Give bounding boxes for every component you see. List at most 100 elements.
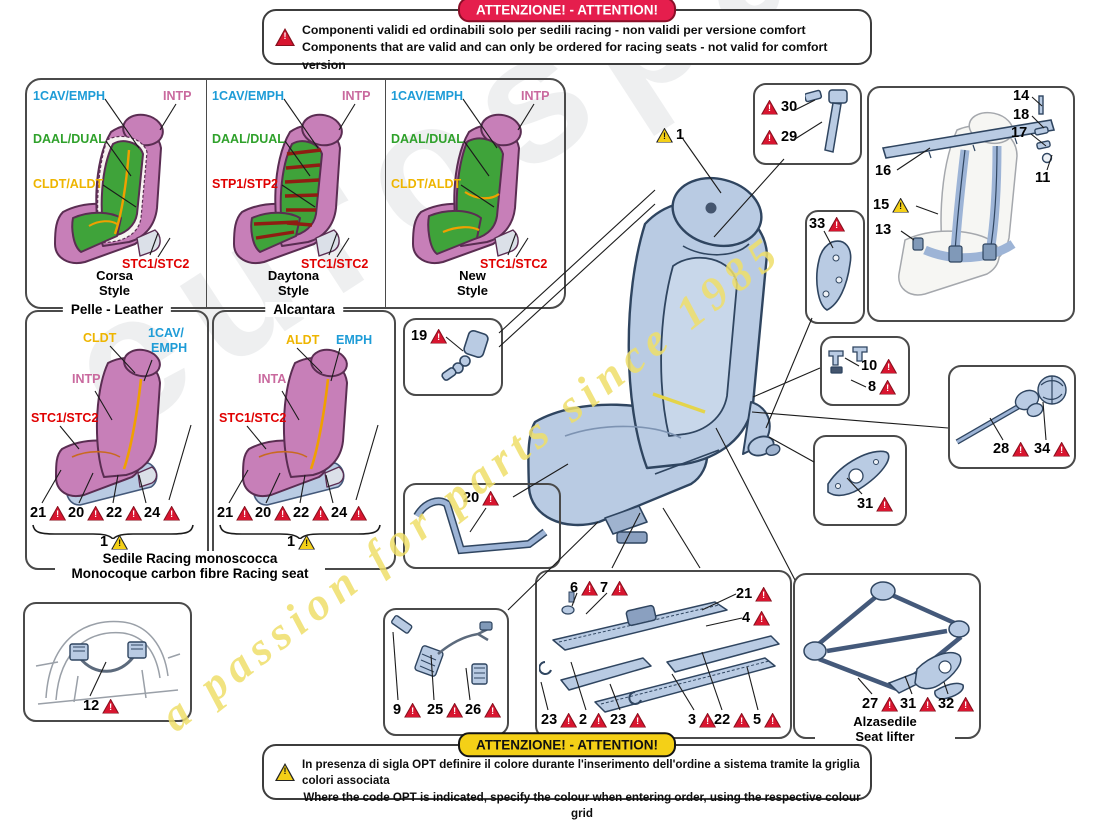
callout-box-9-25-26 — [383, 608, 509, 736]
part-label-22[interactable]: 22 — [106, 505, 143, 521]
clip-parts-illustration — [828, 346, 868, 374]
part-label-3[interactable]: 3 — [688, 712, 717, 728]
part-label-30[interactable]: 30 — [761, 99, 797, 115]
warning-triangle-icon — [755, 586, 773, 602]
part-label-28[interactable]: 28 — [993, 441, 1030, 457]
part-label-31[interactable]: 31 — [900, 696, 937, 712]
part-label-1[interactable]: 1 — [287, 534, 316, 550]
warning-triangle-yellow-icon — [892, 197, 910, 213]
part-label-20[interactable]: 20 — [255, 505, 292, 521]
part-label-9[interactable]: 9 — [393, 702, 422, 718]
part-label-33[interactable]: 33 — [809, 216, 846, 232]
part-label-22[interactable]: 22 — [714, 712, 751, 728]
part-label-20[interactable]: 20 — [463, 490, 500, 506]
alcantara-seat-illustration — [242, 348, 348, 506]
callout-box-19 — [403, 318, 503, 396]
warning-triangle-icon — [611, 580, 629, 596]
panel-divider — [385, 80, 386, 307]
part-label-7[interactable]: 7 — [600, 580, 629, 596]
part-label-4[interactable]: 4 — [742, 610, 771, 626]
part-label-1[interactable]: 1 — [100, 534, 129, 550]
warning-triangle-icon — [125, 505, 143, 521]
warning-triangle-icon — [880, 358, 898, 374]
label-stc1-stc2: STC1/STC2 — [219, 411, 287, 425]
label-intp: INTP — [521, 89, 550, 103]
warning-triangle-icon — [102, 698, 120, 714]
style-caption-daytona: Daytona Style — [204, 268, 383, 298]
part-label-21[interactable]: 21 — [217, 505, 254, 521]
label-intp: INTP — [163, 89, 192, 103]
part-label-25[interactable]: 25 — [427, 702, 464, 718]
warning-triangle-icon — [312, 505, 330, 521]
part-label-10[interactable]: 10 — [861, 358, 898, 374]
caption-line2: Style — [277, 283, 310, 298]
part-label-14[interactable]: 14 — [1013, 88, 1030, 104]
part-label-23[interactable]: 23 — [541, 712, 578, 728]
callout-box-12 — [23, 602, 192, 722]
part-label-12[interactable]: 12 — [83, 698, 120, 714]
part-label-18[interactable]: 18 — [1013, 107, 1030, 123]
callout-box-10-8 — [820, 336, 910, 406]
caption-line1: New — [459, 268, 486, 283]
part-label-6[interactable]: 6 — [570, 580, 599, 596]
part-label-16[interactable]: 16 — [875, 163, 892, 179]
label-daal-dual: DAAL/DUAL — [391, 132, 464, 146]
part-label-23[interactable]: 23 — [610, 712, 647, 728]
caption-line2: Style — [98, 283, 131, 298]
label-aldt: ALDT — [286, 333, 320, 347]
part-label-1-main[interactable]: 1 — [656, 127, 684, 143]
part-label-8[interactable]: 8 — [868, 379, 897, 395]
warning-triangle-icon — [590, 712, 608, 728]
part-label-17[interactable]: 17 — [1011, 125, 1028, 141]
attention-text-en: Where the code OPT is indicated, specify… — [303, 790, 861, 821]
part-label-5[interactable]: 5 — [753, 712, 782, 728]
part-label-22[interactable]: 22 — [293, 505, 330, 521]
caption-line2: Style — [456, 283, 489, 298]
part-label-34[interactable]: 34 — [1034, 441, 1071, 457]
warning-triangle-yellow-icon — [111, 534, 129, 550]
caption-english: Seat lifter — [855, 729, 915, 744]
part-label-24[interactable]: 24 — [331, 505, 368, 521]
part-label-2[interactable]: 2 — [579, 712, 608, 728]
part-label-11[interactable]: 11 — [1035, 170, 1051, 186]
style-caption-corsa: Corsa Style — [25, 268, 204, 298]
part-label-27[interactable]: 27 — [862, 696, 899, 712]
label-1cav: 1CAV/ — [148, 326, 184, 340]
warning-triangle-yellow-icon — [656, 127, 673, 143]
label-1cav-emph: 1CAV/EMPH — [212, 89, 285, 103]
label-emph: EMPH — [151, 341, 188, 355]
part-label-19[interactable]: 19 — [411, 328, 448, 344]
main-seat-illustration — [527, 176, 781, 544]
caption-line1: Corsa — [96, 268, 133, 283]
warning-triangle-icon — [350, 505, 368, 521]
part-label-31[interactable]: 31 — [857, 496, 894, 512]
warning-triangle-icon — [49, 505, 67, 521]
grouping-brace — [219, 524, 381, 539]
part-label-21[interactable]: 21 — [30, 505, 67, 521]
warning-triangle-icon — [236, 505, 254, 521]
part-label-24[interactable]: 24 — [144, 505, 181, 521]
label-intp: INTP — [342, 89, 371, 103]
warning-triangle-icon — [163, 505, 181, 521]
part-label-29[interactable]: 29 — [761, 129, 797, 145]
attention-title: ATTENZIONE! - ATTENTION! — [458, 0, 676, 23]
part-label-32[interactable]: 32 — [938, 696, 975, 712]
warning-triangle-icon — [87, 505, 105, 521]
label-cldt: CLDT — [83, 331, 117, 345]
part-label-21[interactable]: 21 — [736, 586, 773, 602]
side-shell-illustration — [816, 240, 852, 311]
tube-part-illustration — [413, 497, 548, 555]
label-1cav-emph: 1CAV/EMPH — [33, 89, 106, 103]
part-label-26[interactable]: 26 — [465, 702, 502, 718]
part-label-15[interactable]: 15 — [873, 197, 910, 213]
part-label-20[interactable]: 20 — [68, 505, 105, 521]
warning-triangle-icon — [430, 328, 448, 344]
label-stc1-stc2: STC1/STC2 — [31, 411, 99, 425]
warning-triangle-icon — [879, 379, 897, 395]
panel-divider — [206, 80, 207, 307]
seat-lifter-caption: Alzasedile Seat lifter — [815, 714, 955, 744]
label-cldt-aldt: CLDT/ALDT — [33, 177, 104, 191]
warning-triangle-icon — [957, 696, 975, 712]
warning-triangle-icon — [629, 712, 647, 728]
part-label-13[interactable]: 13 — [875, 222, 892, 238]
